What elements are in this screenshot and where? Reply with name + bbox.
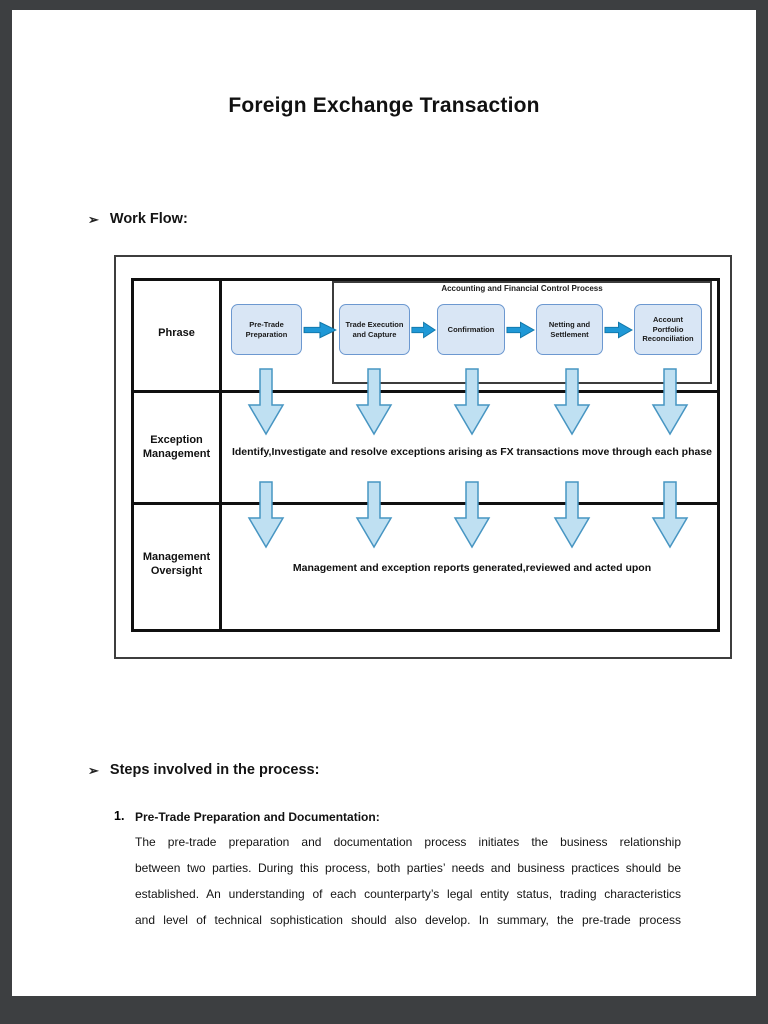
right-arrow-icon: [604, 321, 633, 339]
down-arrow-icon: [453, 481, 491, 549]
phase-box-account-portfolio-reconciliation: Account Portfolio Reconciliation: [634, 304, 702, 355]
step-number: 1.: [114, 809, 125, 823]
arrow-bullet-icon: ➢: [88, 763, 99, 778]
viewer-frame-top: [0, 0, 768, 10]
down-arrow-icon: [553, 481, 591, 549]
right-arrow-icon: [411, 321, 436, 339]
exception-management-text: Identify,Investigate and resolve excepti…: [231, 446, 713, 458]
down-arrow-icon: [553, 368, 591, 436]
row-label-phrase: Phrase: [158, 327, 195, 339]
down-arrow-icon: [651, 368, 689, 436]
workflow-heading: ➢ Work Flow:: [88, 211, 188, 229]
down-arrow-icon: [247, 481, 285, 549]
phase-box-trade-execution-capture: Trade Execution and Capture: [339, 304, 410, 355]
step-body-paragraph: The pre-trade preparation and documentat…: [135, 829, 681, 933]
step-title: Pre-Trade Preparation and Documentation:: [135, 810, 380, 824]
step-body-line: between two parties. During this process…: [135, 861, 681, 875]
viewer-frame-right: [756, 10, 768, 996]
right-arrow-icon: [506, 321, 535, 339]
control-process-box: [332, 281, 712, 384]
control-process-label: Accounting and Financial Control Process: [441, 284, 603, 293]
step-body-line: The pre-trade preparation and documentat…: [135, 835, 681, 849]
workflow-heading-label: Work Flow:: [109, 211, 188, 227]
down-arrow-icon: [355, 368, 393, 436]
row-label-management-oversight: Management Oversight: [142, 551, 211, 577]
steps-heading: ➢ Steps involved in the process:: [88, 762, 319, 780]
down-arrow-icon: [355, 481, 393, 549]
right-arrow-icon: [303, 321, 337, 339]
diagram-column-divider: [219, 278, 222, 632]
steps-heading-label: Steps involved in the process:: [109, 762, 320, 778]
diagram-table: [131, 278, 720, 632]
phase-box-confirmation: Confirmation: [437, 304, 505, 355]
diagram-row-divider-1: [131, 390, 720, 393]
diagram-row-divider-2: [131, 502, 720, 505]
step-body-line: established. An understanding of each co…: [135, 887, 681, 901]
down-arrow-icon: [247, 368, 285, 436]
step-body-line: and level of technical sophistication sh…: [135, 913, 681, 927]
viewer-frame-left: [0, 10, 12, 996]
row-label-exception-management: Exception Management: [142, 434, 211, 460]
viewer-frame-bottom: [0, 996, 768, 1024]
management-oversight-text: Management and exception reports generat…: [292, 562, 652, 574]
down-arrow-icon: [453, 368, 491, 436]
phase-box-netting-settlement: Netting and Settlement: [536, 304, 603, 355]
down-arrow-icon: [651, 481, 689, 549]
phase-box-pre-trade-preparation: Pre-Trade Preparation: [231, 304, 302, 355]
arrow-bullet-icon: ➢: [88, 212, 99, 227]
page-title: Foreign Exchange Transaction: [228, 94, 540, 117]
